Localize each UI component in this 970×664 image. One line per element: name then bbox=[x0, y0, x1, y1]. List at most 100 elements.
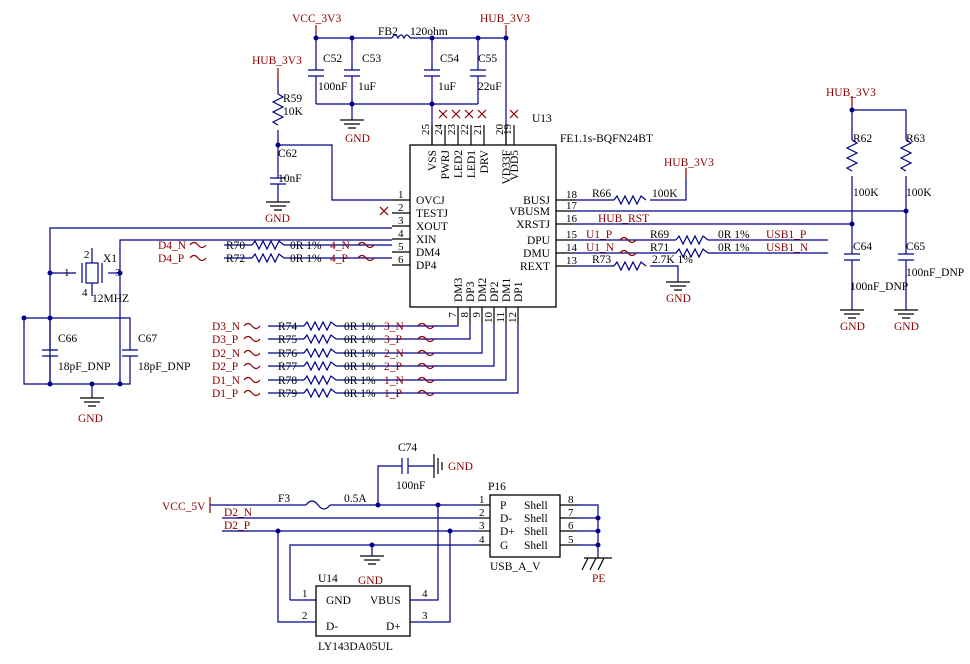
u14-esd-protection bbox=[315, 585, 411, 637]
svg-text:R79: R79 bbox=[278, 388, 297, 400]
resistor-r72 bbox=[251, 252, 285, 264]
svg-text:C67: C67 bbox=[138, 333, 157, 345]
svg-text:R78: R78 bbox=[278, 375, 297, 387]
svg-text:C55: C55 bbox=[478, 53, 497, 65]
ground-symbol bbox=[433, 454, 443, 478]
svg-text:D4_N: D4_N bbox=[158, 240, 187, 252]
protective-earth-symbol bbox=[581, 557, 612, 571]
resistor-r59 bbox=[271, 93, 285, 126]
p16-pin-name: D- bbox=[500, 513, 512, 525]
svg-text:R76: R76 bbox=[278, 348, 297, 360]
svg-text:R75: R75 bbox=[278, 334, 297, 346]
svg-text:GND: GND bbox=[78, 413, 103, 425]
resistor-r73 bbox=[613, 260, 647, 272]
ground-symbol bbox=[360, 555, 384, 565]
svg-text:100nF_DNP: 100nF_DNP bbox=[906, 267, 964, 279]
resistor-r79 bbox=[303, 387, 337, 399]
capacitor-c55 bbox=[470, 69, 486, 77]
u13-pin-number: 8 bbox=[459, 312, 471, 318]
svg-text:HUB_3V3: HUB_3V3 bbox=[826, 87, 876, 99]
svg-text:R66: R66 bbox=[592, 188, 611, 200]
upstream-right-section: R66 100K HUB_3V3 HUB_RST U1_P U1_N R69 R… bbox=[574, 87, 964, 333]
u13-body bbox=[409, 144, 557, 308]
svg-text:4_P: 4_P bbox=[330, 253, 348, 265]
u13-pin-name: LED2 bbox=[453, 150, 465, 178]
crystal-x1 bbox=[85, 262, 99, 284]
svg-text:D3_P: D3_P bbox=[212, 334, 238, 346]
u13-pin-name: DP3 bbox=[465, 281, 477, 302]
hub-3v3-top-label: HUB_3V3 bbox=[480, 13, 530, 25]
u13-pin-name: VBUSM bbox=[509, 206, 550, 218]
resistor-r78 bbox=[303, 374, 337, 386]
svg-text:C62: C62 bbox=[278, 148, 297, 160]
svg-text:C53: C53 bbox=[362, 53, 381, 65]
svg-text:C54: C54 bbox=[440, 53, 459, 65]
svg-text:D3_N: D3_N bbox=[212, 321, 241, 333]
svg-text:D1_N: D1_N bbox=[212, 375, 241, 387]
u13-pin-name: REXT bbox=[520, 261, 550, 273]
resistor-r62 bbox=[845, 139, 859, 172]
svg-text:22uF: 22uF bbox=[478, 81, 502, 93]
svg-text:X1: X1 bbox=[103, 253, 117, 265]
u13-pin-name: DM3 bbox=[453, 277, 465, 302]
svg-text:R74: R74 bbox=[278, 321, 297, 333]
svg-text:0R 1%: 0R 1% bbox=[290, 253, 322, 265]
svg-text:GND: GND bbox=[840, 321, 865, 333]
svg-text:GND: GND bbox=[345, 133, 370, 145]
no-connect-marks bbox=[379, 109, 519, 216]
u13-pin-name: DP4 bbox=[416, 260, 437, 272]
svg-text:10K: 10K bbox=[283, 106, 304, 118]
svg-text:U1_P: U1_P bbox=[586, 229, 612, 241]
ground-symbol bbox=[666, 281, 690, 291]
svg-text:GND: GND bbox=[894, 321, 919, 333]
svg-text:1uF: 1uF bbox=[358, 81, 376, 93]
svg-text:0R 1%: 0R 1% bbox=[344, 348, 376, 360]
svg-text:100K: 100K bbox=[853, 187, 879, 199]
u13-pin-name: VDD5 bbox=[509, 150, 521, 181]
u13-pin-name: TESTJ bbox=[416, 208, 448, 220]
svg-text:0R 1%: 0R 1% bbox=[718, 242, 750, 254]
svg-text:GND: GND bbox=[666, 293, 691, 305]
svg-text:2: 2 bbox=[302, 610, 308, 622]
svg-text:LY143DA05UL: LY143DA05UL bbox=[318, 641, 393, 653]
svg-text:GND: GND bbox=[358, 575, 383, 587]
resistor-r76 bbox=[303, 347, 337, 359]
resistor-r75 bbox=[303, 333, 337, 345]
svg-text:1uF: 1uF bbox=[438, 81, 456, 93]
ovcj-reset-network: HUB_3V3 R59 10K C62 10nF GND bbox=[252, 55, 392, 225]
u13-pin-number: 23 bbox=[446, 124, 458, 136]
svg-text:D2_P: D2_P bbox=[212, 361, 238, 373]
power-filter-section: VCC_3V3 HUB_3V3 FB2 120ohm C52 100nF C53… bbox=[292, 13, 530, 145]
capacitor-c64 bbox=[844, 253, 860, 261]
svg-text:100K: 100K bbox=[906, 187, 932, 199]
u13-pin-name: OVCJ bbox=[416, 195, 445, 207]
svg-text:HUB_3V3: HUB_3V3 bbox=[664, 157, 714, 169]
u13-pin-number: 4 bbox=[398, 228, 404, 240]
resistor-r69 bbox=[675, 234, 709, 246]
svg-text:3_N: 3_N bbox=[384, 321, 405, 333]
u13-pin-number: 7 bbox=[447, 312, 459, 318]
svg-text:120ohm: 120ohm bbox=[410, 26, 448, 38]
u13-pin-name: VSS bbox=[427, 150, 439, 171]
svg-text:3_P: 3_P bbox=[384, 334, 402, 346]
p16-usb-a-connector bbox=[489, 494, 561, 558]
resistor-r74 bbox=[303, 320, 337, 332]
svg-text:F3: F3 bbox=[278, 493, 290, 505]
svg-text:D2_N: D2_N bbox=[224, 507, 253, 519]
u13-pin-name: DP1 bbox=[513, 281, 525, 302]
u13-pin-name: XRSTJ bbox=[516, 219, 550, 231]
capacitor-c52 bbox=[308, 69, 324, 77]
svg-text:0R 1%: 0R 1% bbox=[344, 388, 376, 400]
u13-pin-number: 10 bbox=[483, 312, 495, 324]
u13-pin-name: DRV bbox=[479, 149, 491, 173]
u13-pin-number: 6 bbox=[398, 254, 404, 266]
u13-pin-name: DPU bbox=[527, 235, 551, 247]
svg-text:0R 1%: 0R 1% bbox=[344, 334, 376, 346]
resistor-r77 bbox=[303, 360, 337, 372]
svg-text:100nF: 100nF bbox=[396, 480, 425, 492]
fuse-f3 bbox=[305, 500, 331, 510]
svg-text:1_N: 1_N bbox=[384, 375, 405, 387]
svg-text:4_N: 4_N bbox=[330, 240, 351, 252]
svg-text:18pF_DNP: 18pF_DNP bbox=[58, 361, 110, 373]
